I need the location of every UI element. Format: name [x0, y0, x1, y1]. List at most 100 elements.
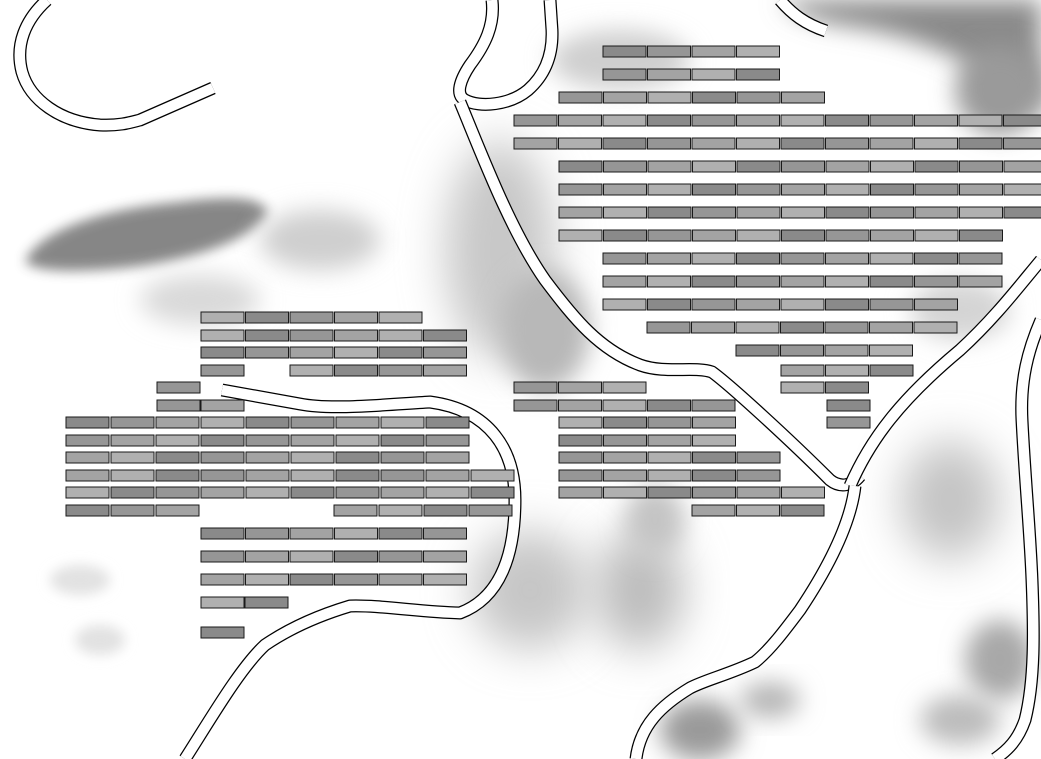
- parcel-block[interactable]: [334, 311, 378, 324]
- parcel-block[interactable]: [558, 91, 603, 104]
- parcel-block[interactable]: [780, 298, 825, 311]
- parcel-block[interactable]: [736, 68, 780, 81]
- parcel-block[interactable]: [691, 114, 736, 127]
- parcel-block[interactable]: [692, 206, 736, 219]
- parcel-block[interactable]: [200, 451, 245, 464]
- parcel-block[interactable]: [736, 451, 781, 464]
- parcel-block[interactable]: [558, 229, 603, 242]
- parcel-block[interactable]: [736, 504, 780, 517]
- parcel-block[interactable]: [959, 183, 1003, 196]
- parcel-block[interactable]: [825, 252, 869, 265]
- parcel-block[interactable]: [603, 486, 647, 499]
- parcel-block[interactable]: [736, 160, 781, 173]
- parcel-block[interactable]: [647, 486, 692, 499]
- parcel-block[interactable]: [735, 321, 780, 334]
- parcel-block[interactable]: [824, 344, 869, 357]
- parcel-block[interactable]: [200, 399, 245, 412]
- parcel-block[interactable]: [558, 434, 603, 447]
- parcel-block[interactable]: [603, 206, 647, 219]
- parcel-block[interactable]: [200, 434, 245, 447]
- parcel-block[interactable]: [692, 469, 736, 482]
- parcel-block[interactable]: [602, 399, 647, 412]
- parcel-block[interactable]: [200, 573, 245, 586]
- parcel-block[interactable]: [647, 298, 691, 311]
- parcel-block[interactable]: [959, 229, 1003, 242]
- parcel-block[interactable]: [691, 252, 736, 265]
- parcel-block[interactable]: [470, 486, 515, 499]
- parcel-block[interactable]: [736, 252, 780, 265]
- parcel-block[interactable]: [245, 550, 289, 563]
- parcel-block[interactable]: [290, 434, 335, 447]
- parcel-block[interactable]: [914, 252, 958, 265]
- parcel-block[interactable]: [692, 229, 736, 242]
- parcel-block[interactable]: [513, 137, 558, 150]
- parcel-block[interactable]: [647, 399, 691, 412]
- parcel-block[interactable]: [378, 329, 423, 342]
- parcel-block[interactable]: [646, 321, 691, 334]
- parcel-block[interactable]: [335, 434, 380, 447]
- parcel-block[interactable]: [380, 451, 425, 464]
- parcel-block[interactable]: [914, 298, 958, 311]
- parcel-block[interactable]: [245, 311, 289, 324]
- parcel-block[interactable]: [691, 275, 736, 288]
- parcel-block[interactable]: [825, 381, 869, 394]
- parcel-block[interactable]: [380, 416, 425, 429]
- parcel-block[interactable]: [647, 275, 691, 288]
- parcel-block[interactable]: [245, 469, 290, 482]
- parcel-block[interactable]: [914, 275, 958, 288]
- parcel-block[interactable]: [602, 68, 647, 81]
- parcel-block[interactable]: [780, 381, 825, 394]
- parcel-block[interactable]: [914, 114, 958, 127]
- parcel-block[interactable]: [647, 469, 692, 482]
- parcel-block[interactable]: [378, 504, 423, 517]
- parcel-block[interactable]: [334, 364, 378, 377]
- parcel-block[interactable]: [468, 504, 513, 517]
- parcel-block[interactable]: [334, 527, 378, 540]
- parcel-block[interactable]: [914, 183, 959, 196]
- parcel-block[interactable]: [289, 311, 334, 324]
- parcel-block[interactable]: [869, 114, 914, 127]
- parcel-block[interactable]: [334, 346, 378, 359]
- parcel-block[interactable]: [335, 486, 380, 499]
- parcel-block[interactable]: [334, 329, 378, 342]
- parcel-block[interactable]: [335, 416, 380, 429]
- parcel-block[interactable]: [155, 504, 200, 517]
- parcel-block[interactable]: [603, 160, 647, 173]
- parcel-block[interactable]: [647, 434, 692, 447]
- parcel-block[interactable]: [781, 160, 825, 173]
- parcel-block[interactable]: [647, 114, 691, 127]
- parcel-block[interactable]: [200, 364, 245, 377]
- parcel-block[interactable]: [869, 252, 914, 265]
- parcel-block[interactable]: [425, 486, 470, 499]
- parcel-block[interactable]: [65, 469, 110, 482]
- parcel-block[interactable]: [647, 206, 692, 219]
- parcel-block[interactable]: [513, 381, 558, 394]
- parcel-block[interactable]: [425, 416, 470, 429]
- parcel-block[interactable]: [603, 416, 647, 429]
- parcel-block[interactable]: [425, 451, 470, 464]
- parcel-block[interactable]: [826, 416, 871, 429]
- parcel-block[interactable]: [1003, 206, 1041, 219]
- parcel-block[interactable]: [736, 275, 780, 288]
- parcel-block[interactable]: [558, 486, 603, 499]
- parcel-block[interactable]: [65, 434, 110, 447]
- parcel-block[interactable]: [334, 573, 378, 586]
- parcel-block[interactable]: [200, 416, 245, 429]
- parcel-block[interactable]: [735, 344, 780, 357]
- parcel-block[interactable]: [958, 252, 1003, 265]
- parcel-block[interactable]: [870, 206, 914, 219]
- parcel-block[interactable]: [602, 298, 647, 311]
- parcel-block[interactable]: [245, 434, 290, 447]
- parcel-block[interactable]: [736, 183, 781, 196]
- parcel-block[interactable]: [378, 311, 423, 324]
- parcel-block[interactable]: [289, 550, 334, 563]
- parcel-block[interactable]: [155, 486, 200, 499]
- parcel-block[interactable]: [647, 229, 692, 242]
- parcel-block[interactable]: [647, 451, 692, 464]
- parcel-block[interactable]: [289, 364, 334, 377]
- parcel-block[interactable]: [914, 206, 959, 219]
- parcel-block[interactable]: [780, 252, 825, 265]
- parcel-block[interactable]: [825, 229, 870, 242]
- parcel-block[interactable]: [914, 137, 958, 150]
